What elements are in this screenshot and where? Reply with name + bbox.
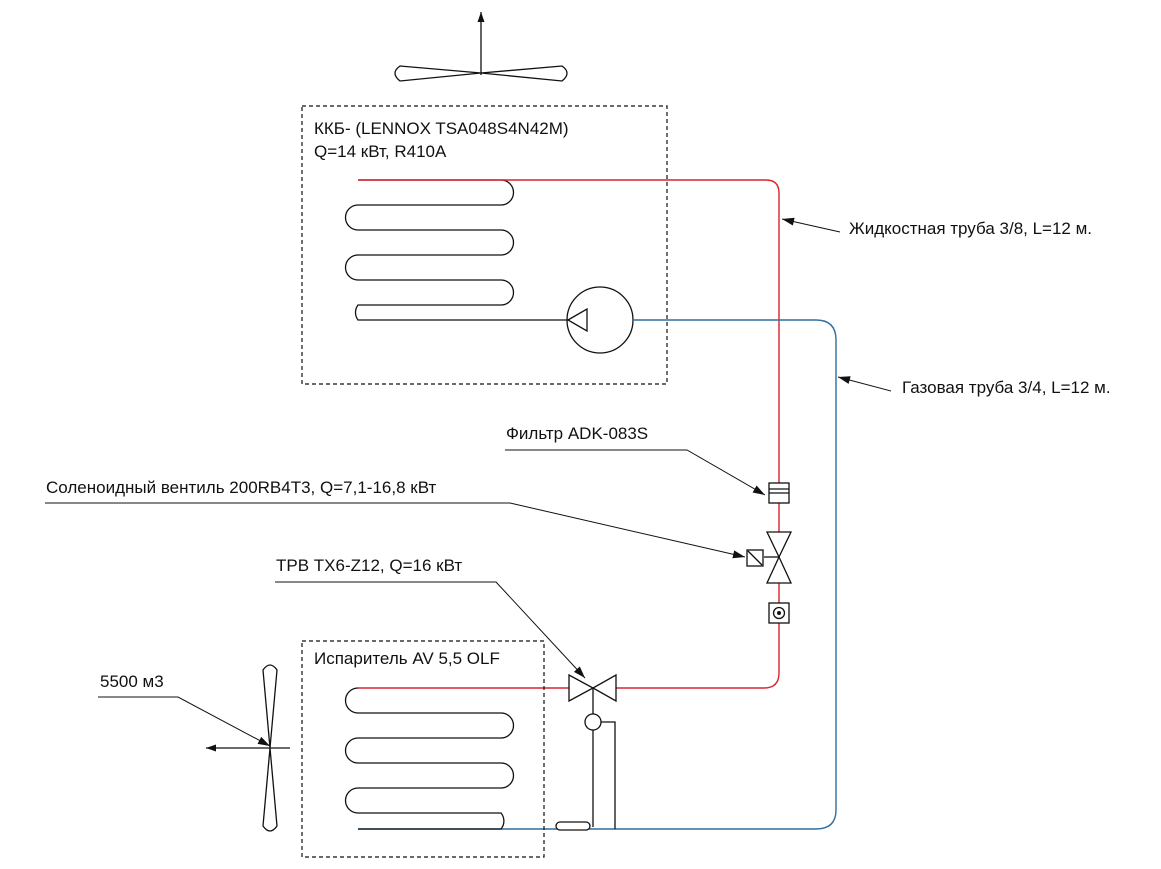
liquid-pipe-label: Жидкостная труба 3/8, L=12 м. — [849, 219, 1092, 238]
expansion-valve-label: ТРВ TX6-Z12, Q=16 кВт — [276, 556, 462, 575]
sight-glass-symbol — [768, 602, 790, 624]
evaporator-coil — [344, 687, 515, 830]
liquid-line — [358, 179, 780, 689]
evaporator-unit-boundary — [301, 640, 545, 858]
condenser-coil — [344, 179, 568, 321]
expansion-valve-symbol — [555, 673, 617, 831]
filter-label: Фильтр ADK-083S — [506, 424, 648, 443]
evaporator-fan — [206, 664, 290, 832]
evaporator-label: Испаритель AV 5,5 OLF — [314, 649, 500, 668]
condenser-model-label: ККБ- (LENNOX TSA048S4N42M) — [314, 119, 569, 138]
condenser-capacity-label: Q=14 кВт, R410A — [314, 142, 447, 161]
solenoid-valve-symbol — [746, 531, 793, 584]
condenser-unit-boundary — [301, 105, 668, 385]
gas-line — [358, 319, 837, 830]
airflow-label: 5500 м3 — [100, 672, 164, 691]
solenoid-valve-label: Соленоидный вентиль 200RB4T3, Q=7,1-16,8… — [46, 478, 436, 497]
filter-drier-symbol — [768, 482, 790, 504]
condenser-fan — [394, 12, 568, 82]
gas-pipe-label: Газовая труба 3/4, L=12 м. — [902, 378, 1111, 397]
compressor-symbol — [566, 286, 634, 354]
leader-lines — [45, 217, 892, 747]
